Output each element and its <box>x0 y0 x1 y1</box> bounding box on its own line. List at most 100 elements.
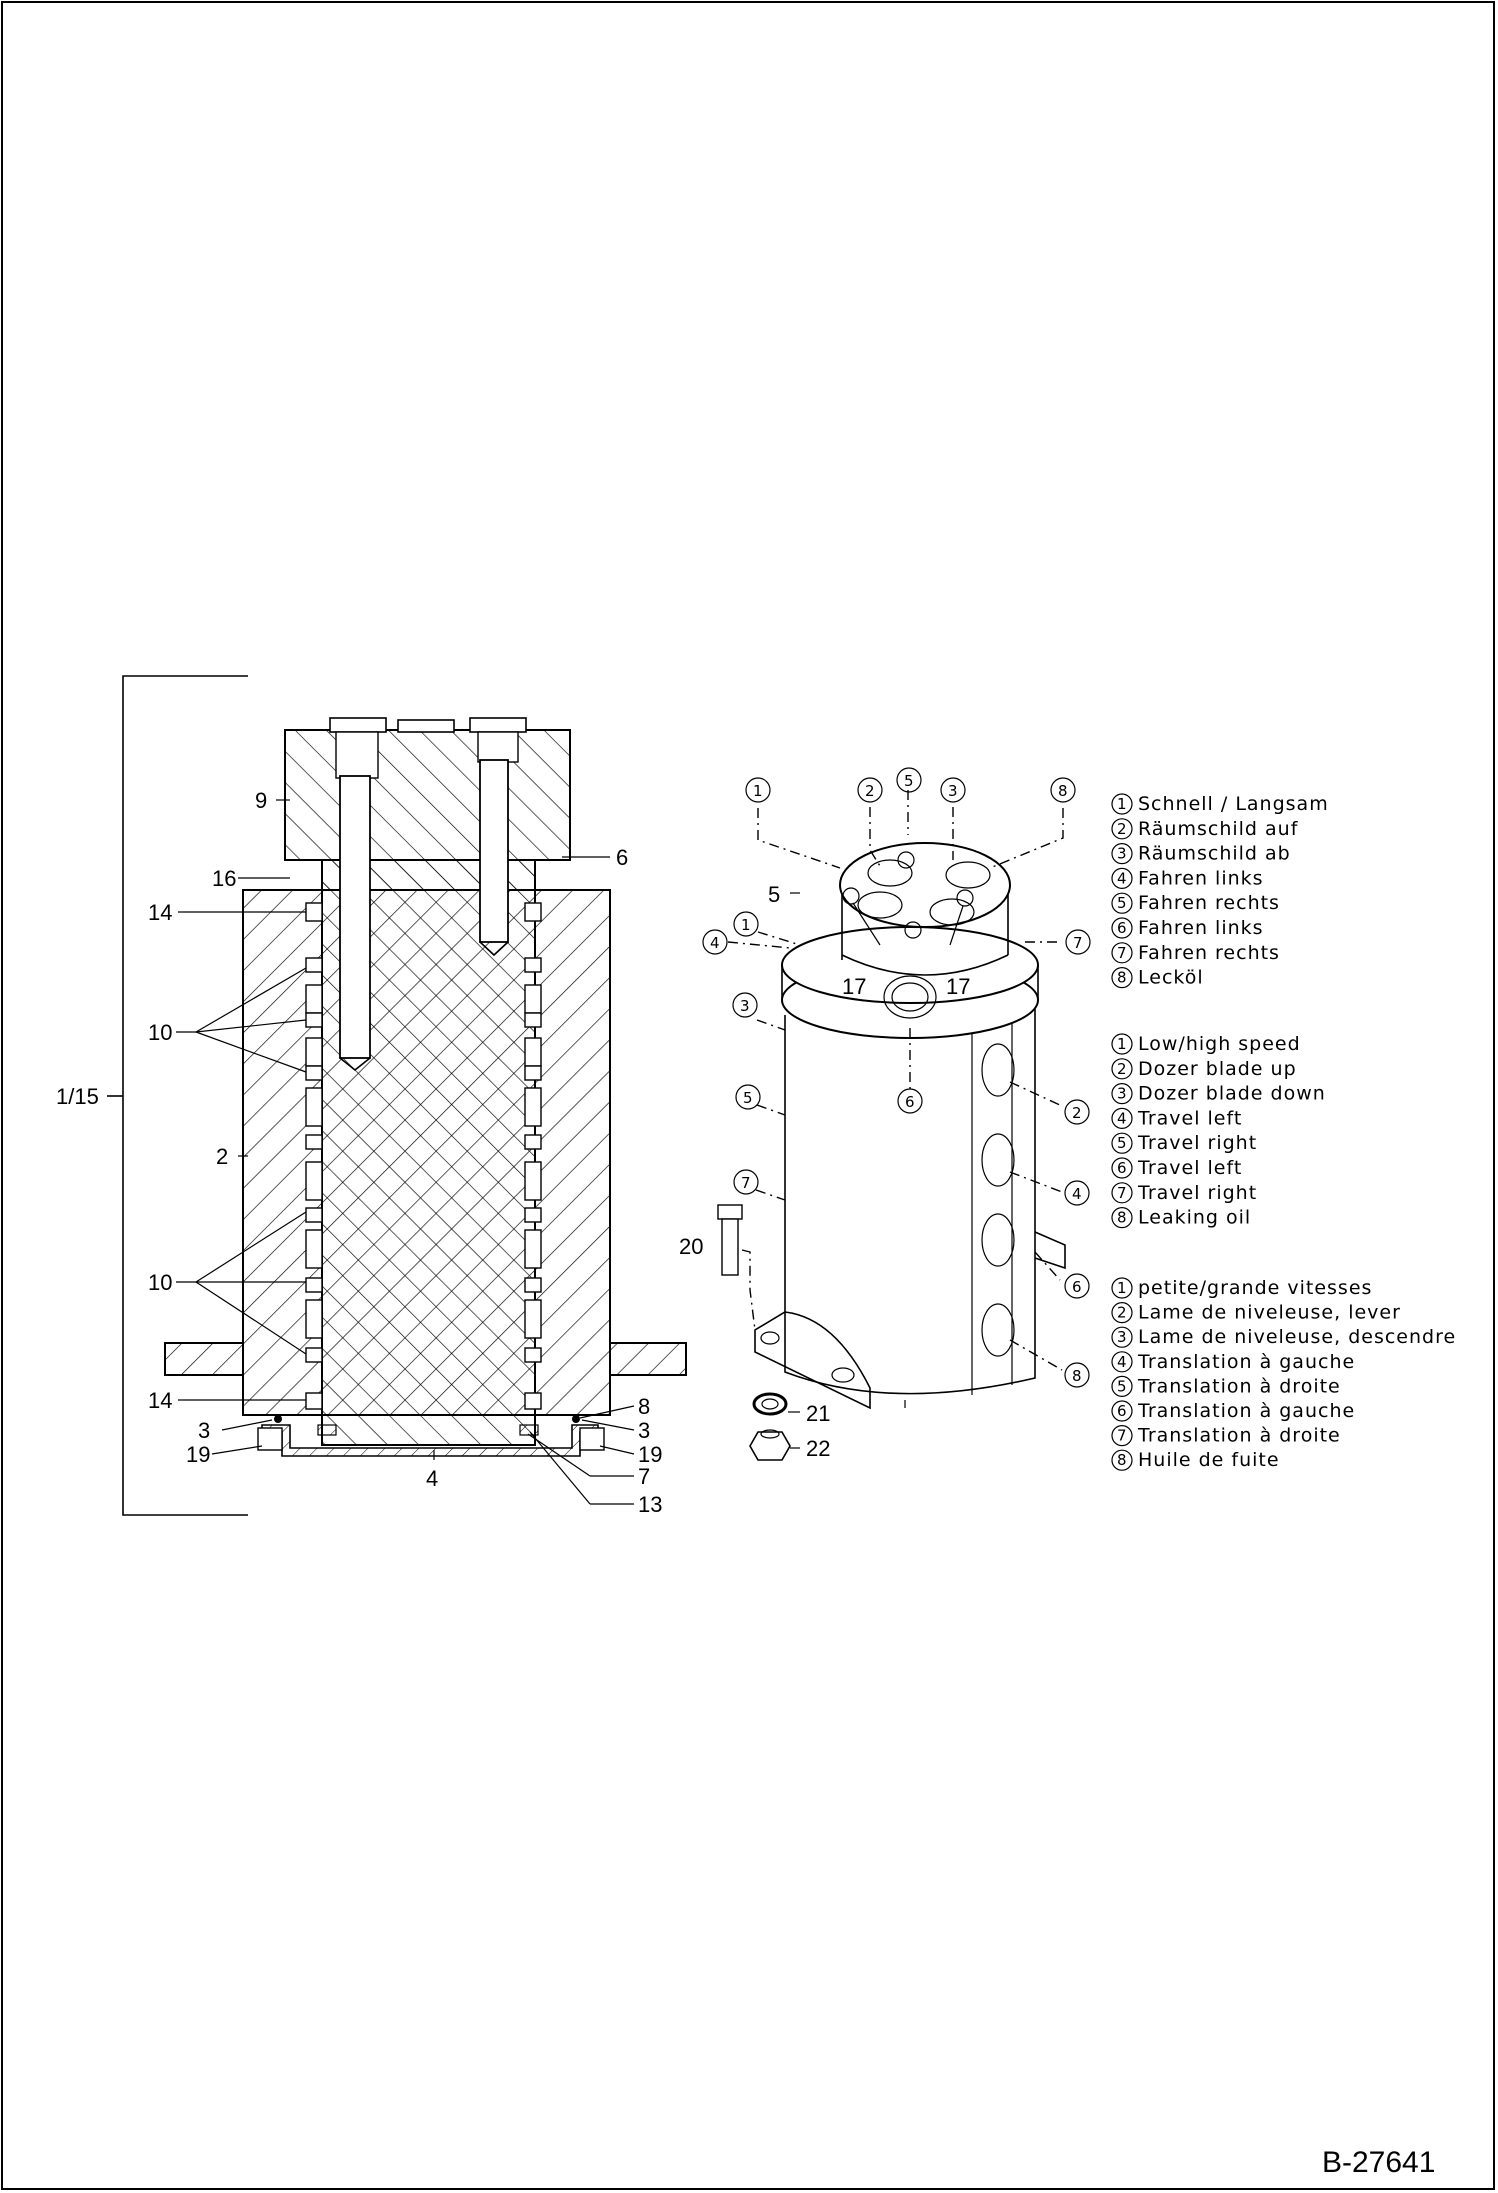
label-part-3-left: 3 <box>198 1418 210 1443</box>
legend-number-circle <box>1111 1424 1133 1447</box>
callout-6-body: 6 <box>1072 1278 1082 1296</box>
legend-number: 6 <box>1117 919 1127 937</box>
legend-entry-text: Translation à droite <box>1137 1375 1341 1397</box>
label-part-17a: 17 <box>842 974 866 999</box>
legend-entry-text: Travel left <box>1137 1107 1242 1129</box>
legend-entry-text: Leaking oil <box>1138 1207 1251 1229</box>
label-part-6: 6 <box>616 845 628 870</box>
legend-number: 3 <box>1117 1328 1127 1346</box>
label-part-16: 16 <box>212 866 236 891</box>
legend-number: 2 <box>1117 1304 1127 1322</box>
legend-entry-text: Travel right <box>1137 1132 1257 1154</box>
legend-entry-text: Lecköl <box>1138 967 1204 989</box>
port-callouts: 1 2 5 3 8 1 4 7 3 6 5 7 2 4 6 8 <box>702 767 1091 1388</box>
callout-1: 1 <box>753 782 763 800</box>
legend-number-circle <box>1111 942 1133 964</box>
legend-number-circle <box>1111 1301 1133 1324</box>
legend-entry-text: Travel left <box>1137 1157 1242 1179</box>
legend-number: 4 <box>1117 1353 1127 1371</box>
legend-number-circle <box>1111 867 1133 890</box>
callout-5-top: 5 <box>904 772 914 790</box>
legend-number: 5 <box>1117 1134 1127 1152</box>
legend-entry-text: Low/high speed <box>1138 1033 1301 1055</box>
label-part-17b: 17 <box>946 974 970 999</box>
legend-number: 2 <box>1117 820 1127 838</box>
legend-number-circle <box>1111 1277 1133 1299</box>
legend-number: 4 <box>1117 1109 1127 1127</box>
legend-number: 3 <box>1117 1085 1127 1103</box>
callout-4-body: 4 <box>1072 1185 1082 1203</box>
legend-number: 6 <box>1117 1402 1127 1420</box>
legend-number-circle <box>1111 818 1133 840</box>
legend-number: 8 <box>1117 1209 1127 1227</box>
legend-number: 7 <box>1117 1427 1127 1445</box>
callout-5-body: 5 <box>743 1089 753 1107</box>
label-part-4: 4 <box>426 1466 438 1491</box>
legend-number: 7 <box>1117 1184 1127 1202</box>
flange-right <box>609 1342 687 1376</box>
legend-entry-text: Translation à droite <box>1137 1425 1341 1447</box>
legend-number-circle <box>1111 1082 1133 1105</box>
legend-number: 5 <box>1117 894 1127 912</box>
legend-number-circle <box>1111 1375 1133 1398</box>
legend-number-circle <box>1111 1033 1133 1055</box>
legend-number-circle <box>1111 1132 1133 1154</box>
legend-number-circle <box>1111 917 1133 939</box>
label-part-19-right: 19 <box>638 1442 662 1467</box>
label-part-7: 7 <box>638 1464 650 1489</box>
legend-entry-text: Fahren rechts <box>1138 942 1280 964</box>
legend-entry-text: Räumschild auf <box>1138 818 1299 840</box>
legend-number: 1 <box>1117 1035 1127 1053</box>
legend-number-circle <box>1111 842 1133 865</box>
legend-entry-text: Translation à gauche <box>1137 1400 1355 1422</box>
callout-3: 3 <box>948 782 958 800</box>
section-view: 1/15 9 16 6 14 10 2 10 14 3 19 4 8 3 19 … <box>56 675 687 1517</box>
label-part-9: 9 <box>255 788 267 813</box>
legend-number: 7 <box>1117 944 1127 962</box>
label-part-10b: 10 <box>148 1270 172 1295</box>
legend-entry-text: Dozer blade down <box>1138 1083 1326 1105</box>
legend-number-circle <box>1111 966 1133 989</box>
legend-number-circle <box>1111 1351 1133 1373</box>
label-part-3-right: 3 <box>638 1418 650 1443</box>
legend-entry-text: Schnell / Langsam <box>1138 793 1329 815</box>
legend-number: 1 <box>1117 795 1127 813</box>
legend-number-circle <box>1111 1157 1133 1179</box>
label-part-19-left: 19 <box>186 1442 210 1467</box>
legend-number: 1 <box>1117 1279 1127 1297</box>
legend-number: 2 <box>1117 1060 1127 1078</box>
label-part-10a: 10 <box>148 1020 172 1045</box>
callout-6-front: 6 <box>905 1093 915 1111</box>
legend-number: 6 <box>1117 1159 1127 1177</box>
legend-entry-text: Travel right <box>1137 1182 1257 1204</box>
legend-entry-text: Lame de niveleuse, lever <box>1138 1302 1401 1324</box>
legend-entry-text: Fahren links <box>1138 867 1264 889</box>
document-id: B-27641 <box>1322 2146 1435 2179</box>
label-part-22: 22 <box>806 1436 830 1461</box>
legend-number-circle <box>1111 1107 1133 1130</box>
label-part-14a: 14 <box>148 900 172 925</box>
label-assembly: 1/15 <box>56 1084 99 1109</box>
callout-8-body: 8 <box>1072 1367 1082 1385</box>
legend-number-circle <box>1111 1400 1133 1422</box>
legend-number: 4 <box>1117 869 1127 887</box>
label-part-14b: 14 <box>148 1388 172 1413</box>
label-part-8: 8 <box>638 1394 650 1419</box>
label-part-20: 20 <box>679 1234 703 1259</box>
label-part-2: 2 <box>216 1144 228 1169</box>
callout-4-side: 4 <box>710 934 720 952</box>
callout-2-body: 2 <box>1072 1104 1082 1122</box>
legend-entry-text: Huile de fuite <box>1138 1449 1280 1471</box>
legend-number-circle <box>1111 1449 1133 1471</box>
seal-grooves <box>305 902 542 1410</box>
legend-number-circle <box>1111 1326 1133 1348</box>
legend-number: 5 <box>1117 1377 1127 1395</box>
legend-number-circle <box>1111 1182 1133 1204</box>
legend-number-circle <box>1111 793 1133 815</box>
legend-entry-text: Translation à gauche <box>1137 1351 1355 1373</box>
callout-7-body: 7 <box>741 1174 751 1192</box>
